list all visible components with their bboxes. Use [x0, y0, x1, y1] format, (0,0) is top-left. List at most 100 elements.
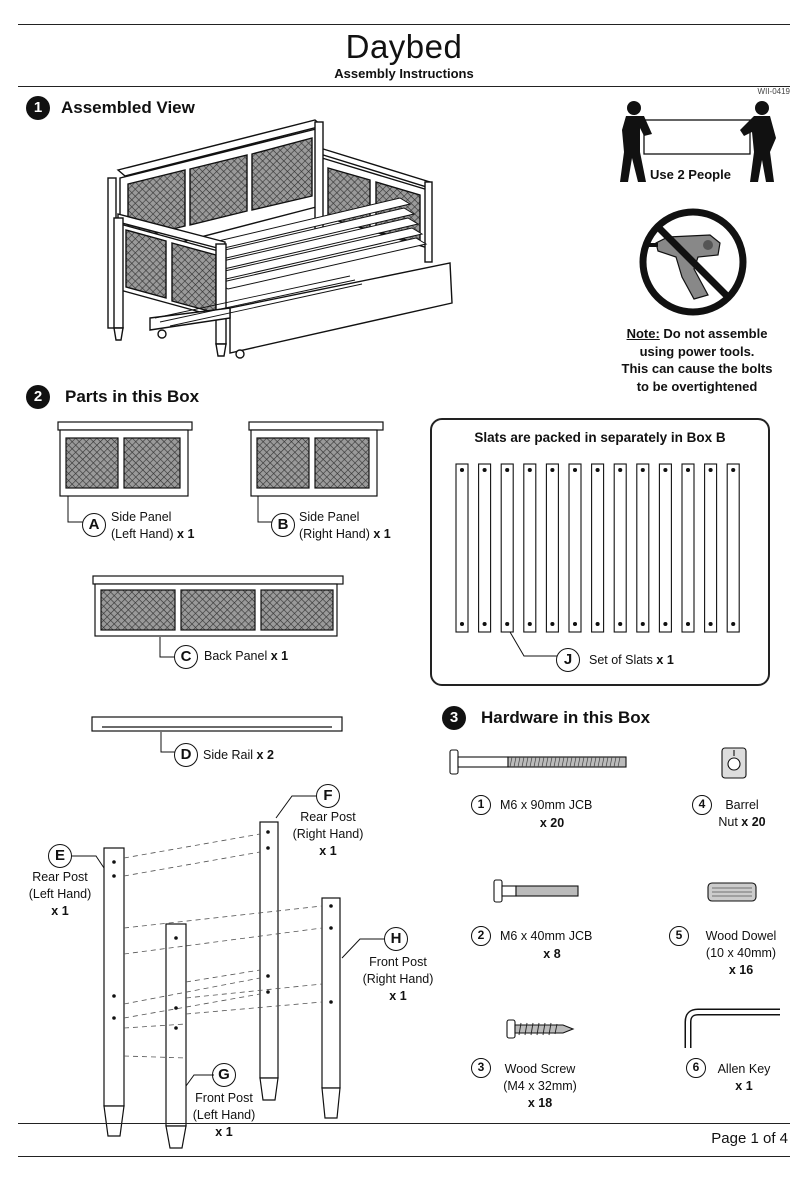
footer-rule-top — [18, 1123, 790, 1124]
part-d-name: Side Rail — [203, 748, 254, 762]
part-g-label: Front Post (Left Hand) x 1 — [184, 1090, 264, 1141]
slat-screw-hole — [595, 621, 600, 627]
part-b-letter: B — [271, 513, 295, 537]
hardware-1-bolt-90mm-icon — [449, 749, 627, 775]
power-tools-note: Note: Do not assemble using power tools.… — [604, 325, 790, 395]
slat — [591, 463, 605, 633]
part-a-label: Side Panel (Left Hand) x 1 — [111, 509, 194, 543]
part-j-label: Set of Slats x 1 — [589, 652, 674, 669]
hardware-2-number: 2 — [471, 926, 491, 946]
hardware-2-qty: x 8 — [543, 947, 561, 961]
part-e-letter: E — [48, 844, 72, 868]
part-g-qty: x 1 — [215, 1125, 233, 1139]
part-h-leader-line — [341, 938, 384, 959]
part-b-side-panel-right-illustration — [248, 421, 384, 497]
slat-screw-hole — [685, 621, 691, 627]
part-b-leader-line — [257, 496, 274, 523]
part-g-hand: (Left Hand) — [192, 1108, 256, 1122]
slat — [658, 463, 672, 633]
slat-screw-hole — [595, 467, 600, 473]
part-c-letter: C — [174, 645, 198, 669]
slat — [681, 463, 695, 633]
part-a-leader-line — [67, 496, 84, 523]
hardware-6-qty: x 1 — [735, 1079, 753, 1093]
part-j-letter: J — [556, 648, 580, 672]
slat-screw-hole — [550, 621, 555, 627]
slat — [568, 463, 582, 633]
note-line-3: This can cause the bolts — [621, 361, 773, 376]
header-rule — [18, 86, 790, 87]
slats-illustration — [455, 463, 740, 633]
posts-exploded-illustration — [103, 821, 341, 1149]
part-b-hand: (Right Hand) — [299, 527, 370, 541]
slat-screw-hole — [505, 467, 510, 473]
hardware-1-name: M6 x 90mm JCB — [500, 798, 593, 812]
slat-screw-hole — [618, 621, 623, 627]
part-e-label: Rear Post (Left Hand) x 1 — [18, 869, 102, 920]
slat — [613, 463, 627, 633]
hardware-4-number: 4 — [692, 795, 712, 815]
hardware-4-barrel-nut-icon — [721, 747, 747, 779]
part-f-qty: x 1 — [319, 844, 337, 858]
slat-screw-hole — [640, 467, 645, 473]
footer-rule-bottom — [18, 1156, 790, 1157]
part-j-name: Set of Slats — [589, 653, 653, 667]
section-1-number: 1 — [26, 96, 50, 120]
hardware-4-qty: x 20 — [741, 815, 766, 829]
slat-screw-hole — [618, 467, 623, 473]
hardware-1-qty: x 20 — [539, 816, 565, 830]
hardware-5-label: Wood Dowel (10 x 40mm) x 16 — [694, 928, 788, 979]
part-h-label: Front Post (Right Hand) x 1 — [354, 954, 442, 1005]
slat-screw-hole — [708, 621, 713, 627]
slat — [523, 463, 537, 633]
part-c-leader-line — [159, 637, 174, 658]
note-line-2: using power tools. — [639, 343, 755, 359]
part-a-side-panel-left-illustration — [57, 421, 193, 497]
section-3-title: Hardware in this Box — [481, 708, 651, 727]
hardware-6-label: Allen Key x 1 — [708, 1061, 780, 1095]
part-d-side-rail-illustration — [91, 716, 343, 732]
part-c-back-panel-illustration — [92, 575, 344, 637]
hardware-6-allen-key-icon — [684, 1008, 780, 1048]
slats-box-title: Slats are packed in separately in Box B — [474, 430, 726, 445]
slat-screw-hole — [663, 621, 668, 627]
hardware-1-number: 1 — [471, 795, 491, 815]
slat-screw-hole — [731, 621, 736, 627]
hardware-4-name: Barrel — [725, 798, 759, 812]
part-g-letter: G — [212, 1063, 236, 1087]
note-line-4: to be overtightened — [636, 378, 758, 394]
part-c-label: Back Panel x 1 — [204, 648, 288, 665]
hardware-5-size: (10 x 40mm) — [705, 946, 777, 960]
part-a-name: Side Panel — [111, 510, 172, 524]
part-f-hand: (Right Hand) — [292, 827, 364, 841]
part-a-hand: (Left Hand) — [111, 527, 174, 541]
slat — [704, 463, 718, 633]
slat-screw-hole — [482, 621, 487, 627]
note-label: Note: — [626, 326, 660, 341]
part-f-name: Rear Post — [300, 810, 356, 824]
hardware-3-qty: x 18 — [527, 1096, 553, 1110]
part-h-name: Front Post — [369, 955, 427, 969]
hardware-6-name: Allen Key — [717, 1062, 771, 1076]
hardware-3-wood-screw-icon — [506, 1019, 575, 1039]
slat-screw-hole — [663, 467, 668, 473]
section-3-number: 3 — [442, 706, 466, 730]
document-subtitle: Assembly Instructions — [334, 66, 474, 81]
part-h-qty: x 1 — [389, 989, 407, 1003]
slat-screw-hole — [572, 621, 578, 627]
top-rule — [18, 24, 790, 25]
slat — [478, 463, 492, 633]
slat — [726, 463, 740, 633]
part-e-leader-line — [72, 855, 105, 869]
part-a-qty: x 1 — [177, 527, 195, 541]
part-e-hand: (Left Hand) — [28, 887, 92, 901]
slat-screw-hole — [459, 467, 465, 473]
slat-screw-hole — [731, 467, 736, 473]
note-line-1: Do not assemble — [659, 326, 768, 341]
part-d-leader-line — [160, 732, 175, 753]
no-power-tools-icon — [639, 208, 747, 316]
document-number: WII-0419 — [757, 87, 790, 96]
slat-screw-hole — [550, 467, 555, 473]
section-1-title: Assembled View — [61, 98, 195, 117]
hardware-6-number: 6 — [686, 1058, 706, 1078]
